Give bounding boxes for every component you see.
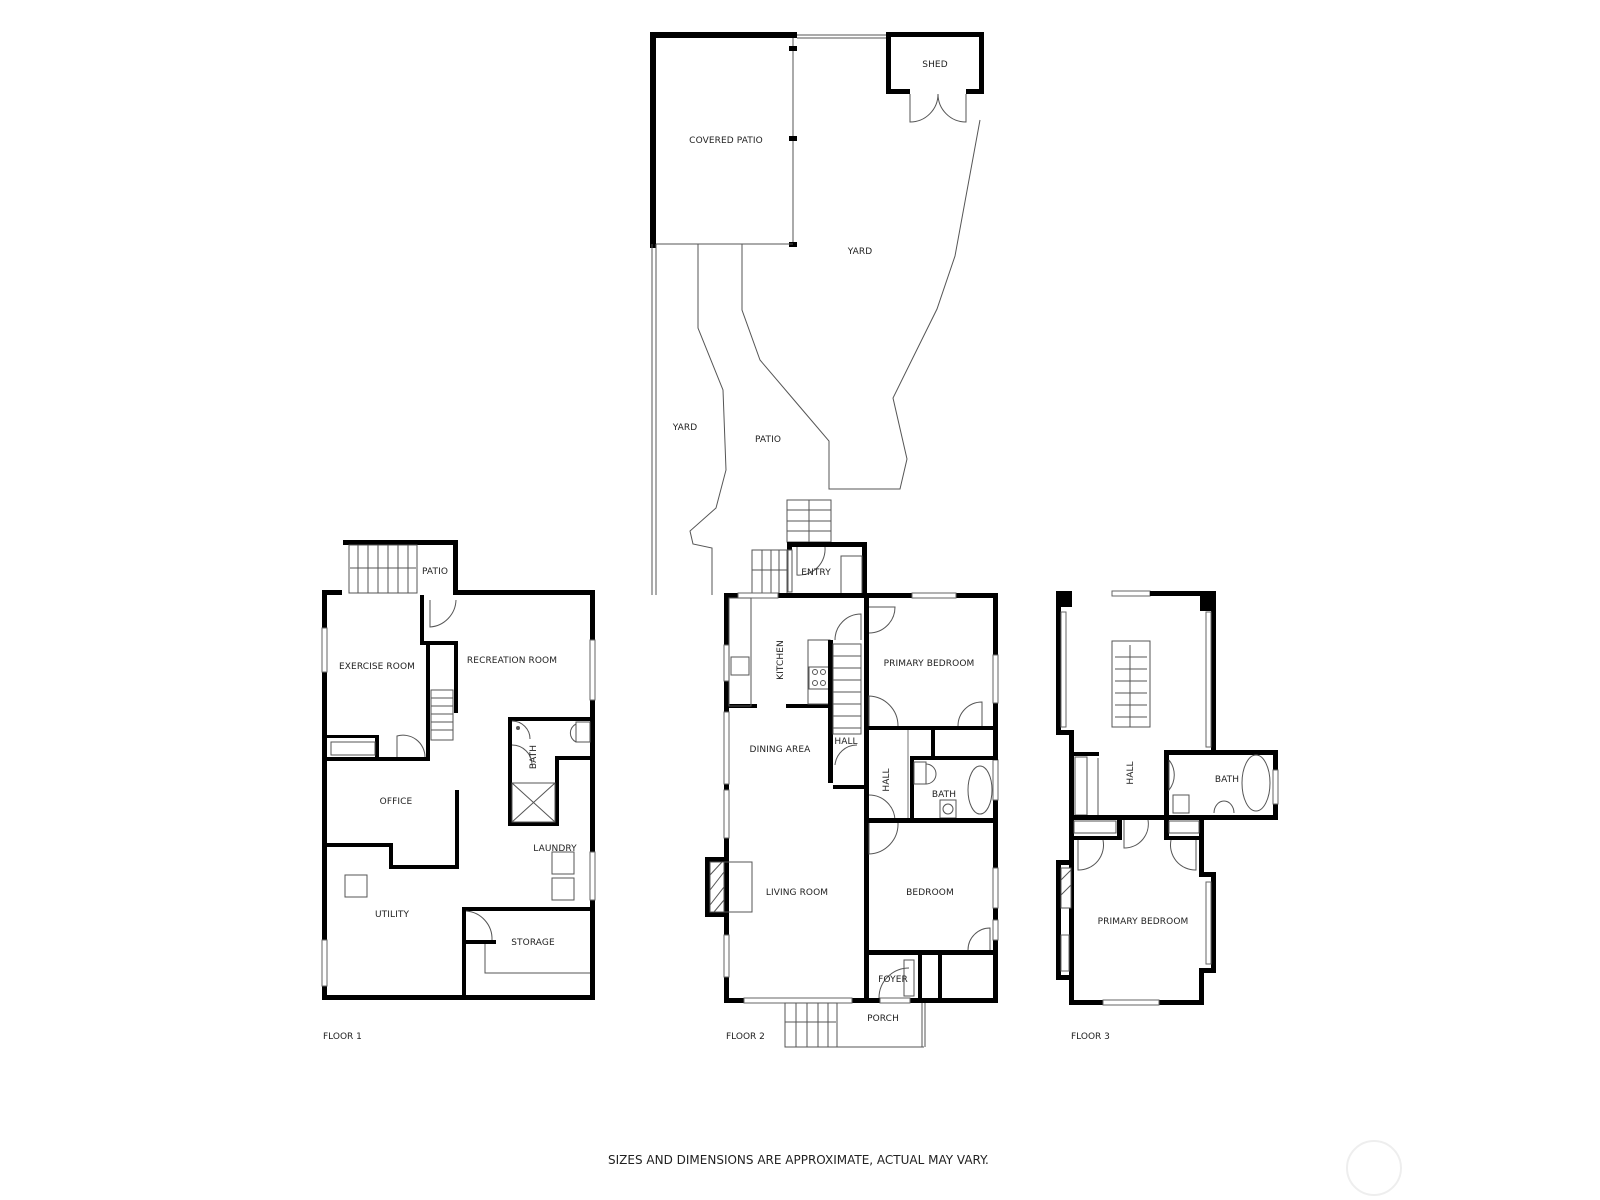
room-label-hall-upper: HALL <box>834 737 858 747</box>
floor-3-plan <box>1056 590 1279 1006</box>
floor-2-plan <box>705 592 999 1048</box>
room-label-shed: SHED <box>922 60 948 70</box>
room-label-office: OFFICE <box>379 797 413 807</box>
room-label-utility: UTILITY <box>374 910 410 920</box>
floor-3-label: FLOOR 3 <box>1071 1032 1110 1042</box>
room-label-f2-patio: PATIO <box>754 435 782 445</box>
room-label-f1-bath: BATH <box>529 744 539 770</box>
room-label-f3-bath: BATH <box>1214 775 1240 785</box>
room-label-dining-area: DINING AREA <box>749 745 811 755</box>
room-label-yard-lower: YARD <box>672 423 698 433</box>
room-label-entry: ENTRY <box>801 568 831 578</box>
room-label-exercise-room: EXERCISE ROOM <box>338 662 416 672</box>
room-label-recreation-room: RECREATION ROOM <box>466 656 558 666</box>
room-label-f3-primary-bedroom: PRIMARY BEDROOM <box>1097 917 1189 927</box>
floor-2-label: FLOOR 2 <box>726 1032 765 1042</box>
room-label-bedroom: BEDROOM <box>906 888 954 898</box>
room-label-living-room: LIVING ROOM <box>765 888 829 898</box>
room-label-f2-primary-bedroom: PRIMARY BEDROOM <box>883 659 975 669</box>
room-label-storage: STORAGE <box>511 938 555 948</box>
room-label-foyer: FOYER <box>878 975 908 985</box>
watermark-logo-icon <box>1346 1140 1402 1196</box>
room-label-hall-vertical: HALL <box>882 768 892 792</box>
room-label-f1-patio: PATIO <box>421 567 449 577</box>
floor-1-label: FLOOR 1 <box>323 1032 362 1042</box>
floor-1-plan <box>321 540 596 1000</box>
room-label-f3-hall: HALL <box>1126 761 1136 785</box>
floor-2-exterior-plan <box>650 32 984 598</box>
room-label-yard-upper: YARD <box>847 247 873 257</box>
disclaimer-text: SIZES AND DIMENSIONS ARE APPROXIMATE, AC… <box>608 1153 989 1167</box>
room-label-covered-patio: COVERED PATIO <box>689 136 763 146</box>
room-label-porch: PORCH <box>867 1014 899 1024</box>
room-label-f2-bath: BATH <box>931 790 957 800</box>
room-label-kitchen: KITCHEN <box>776 640 786 680</box>
room-label-laundry: LAUNDRY <box>533 844 577 854</box>
